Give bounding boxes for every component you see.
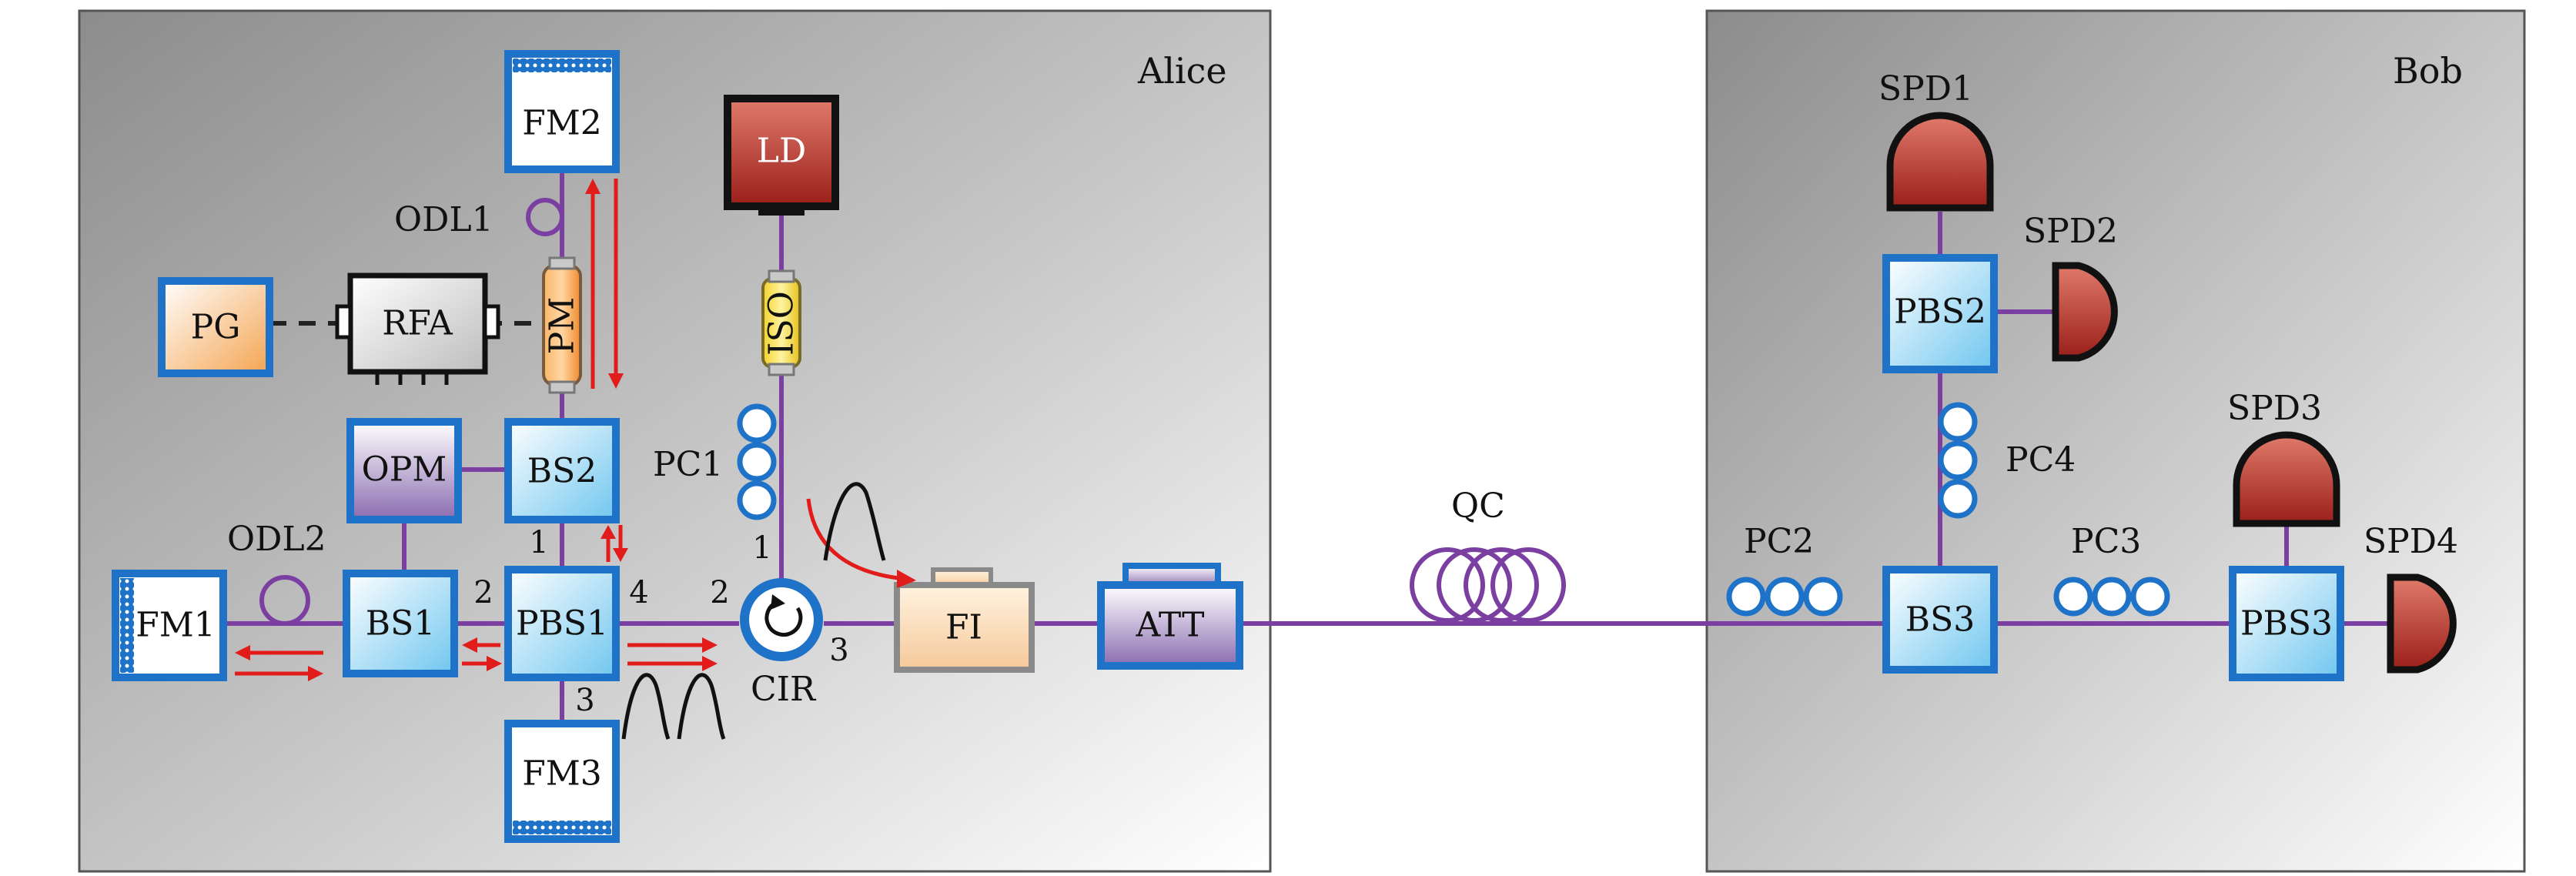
opm-power-meter: OPM (346, 418, 462, 523)
pg-pulse-generator: PG (158, 277, 273, 377)
bs2-label: BS2 (527, 452, 597, 491)
alice-region (78, 9, 1272, 873)
spd1-label: SPD1 (1878, 69, 1973, 109)
fi-label: FI (945, 608, 982, 647)
fm1-label: FM1 (135, 606, 216, 645)
fi-isolator: FI (894, 567, 1035, 673)
spd4-label: SPD4 (2364, 522, 2458, 561)
pbs1-port-3: 3 (575, 683, 594, 718)
rfa-label: RFA (382, 304, 453, 343)
pbs3-label: PBS3 (2240, 604, 2333, 644)
bob-region (1705, 9, 2526, 873)
opm-label: OPM (362, 450, 447, 490)
bob-fibers (1938, 212, 2390, 626)
spd2-detector (2052, 262, 2118, 362)
odl2-label: ODL2 (227, 520, 326, 559)
cir-port-2: 2 (710, 575, 729, 610)
pm-label: PM (543, 297, 582, 355)
fm2-label: FM2 (522, 104, 602, 143)
pm-phase-modulator: PM (542, 256, 582, 394)
odl1-label: ODL1 (394, 200, 493, 239)
bs3-splitter: BS3 (1882, 566, 1998, 674)
pbs1-splitter: PBS1 (504, 566, 620, 681)
pc4-controller (1938, 402, 1978, 519)
pbs1-port-2: 2 (473, 575, 493, 610)
odl1-coil (526, 198, 564, 236)
fm3-label: FM3 (522, 754, 602, 794)
pbs1-port-1: 1 (529, 525, 548, 560)
bs2-splitter: BS2 (504, 418, 620, 523)
cir-port-1: 1 (752, 530, 771, 566)
pbs3-splitter: PBS3 (2229, 566, 2344, 681)
bs1-label: BS1 (366, 604, 435, 644)
bs3-label: BS3 (1905, 600, 1975, 640)
iso-label: ISO (762, 291, 801, 356)
bob-label: Bob (2393, 50, 2463, 92)
pg-label: PG (191, 308, 241, 347)
rfa-amplifier: RFA (335, 272, 500, 385)
spd3-label: SPD3 (2227, 389, 2322, 428)
ld-laser: LD (724, 95, 839, 216)
spd3-detector (2233, 431, 2340, 527)
pbs2-label: PBS2 (1894, 293, 1986, 332)
pc2-controller (1726, 577, 1843, 617)
pbs2-splitter: PBS2 (1882, 254, 1998, 373)
cir-circulator (740, 578, 823, 661)
qc-fiber-spool (1410, 547, 1566, 623)
spd1-detector (1886, 112, 1994, 212)
fm2-mirror: FM2 (504, 50, 620, 173)
cir-port-3: 3 (829, 633, 848, 668)
pbs1-port-4: 4 (629, 575, 648, 610)
fm1-mirror: FM1 (112, 570, 227, 681)
ld-label: LD (757, 132, 807, 171)
bs1-splitter: BS1 (343, 570, 458, 677)
spd4-detector (2387, 573, 2457, 674)
pc1-label: PC1 (653, 445, 723, 484)
pc4-label: PC4 (2006, 440, 2076, 480)
iso-isolator: ISO (761, 269, 801, 376)
pc3-label: PC3 (2071, 522, 2141, 561)
qc-label: QC (1451, 486, 1505, 526)
fm3-mirror: FM3 (504, 720, 620, 843)
odl2-coil (259, 575, 310, 626)
cir-label: CIR (751, 670, 817, 709)
pc3-controller (2053, 577, 2170, 617)
att-attenuator: ATT (1097, 563, 1243, 670)
pbs1-label: PBS1 (516, 604, 608, 644)
pulse-pair (621, 673, 726, 740)
pulse-single (823, 482, 886, 561)
alice-label: Alice (1137, 50, 1227, 92)
att-label: ATT (1136, 606, 1205, 645)
light-path-arrows (235, 179, 916, 681)
spd2-label: SPD2 (2023, 212, 2118, 251)
pc2-label: PC2 (1744, 522, 1814, 561)
pc1-controller (737, 403, 777, 520)
